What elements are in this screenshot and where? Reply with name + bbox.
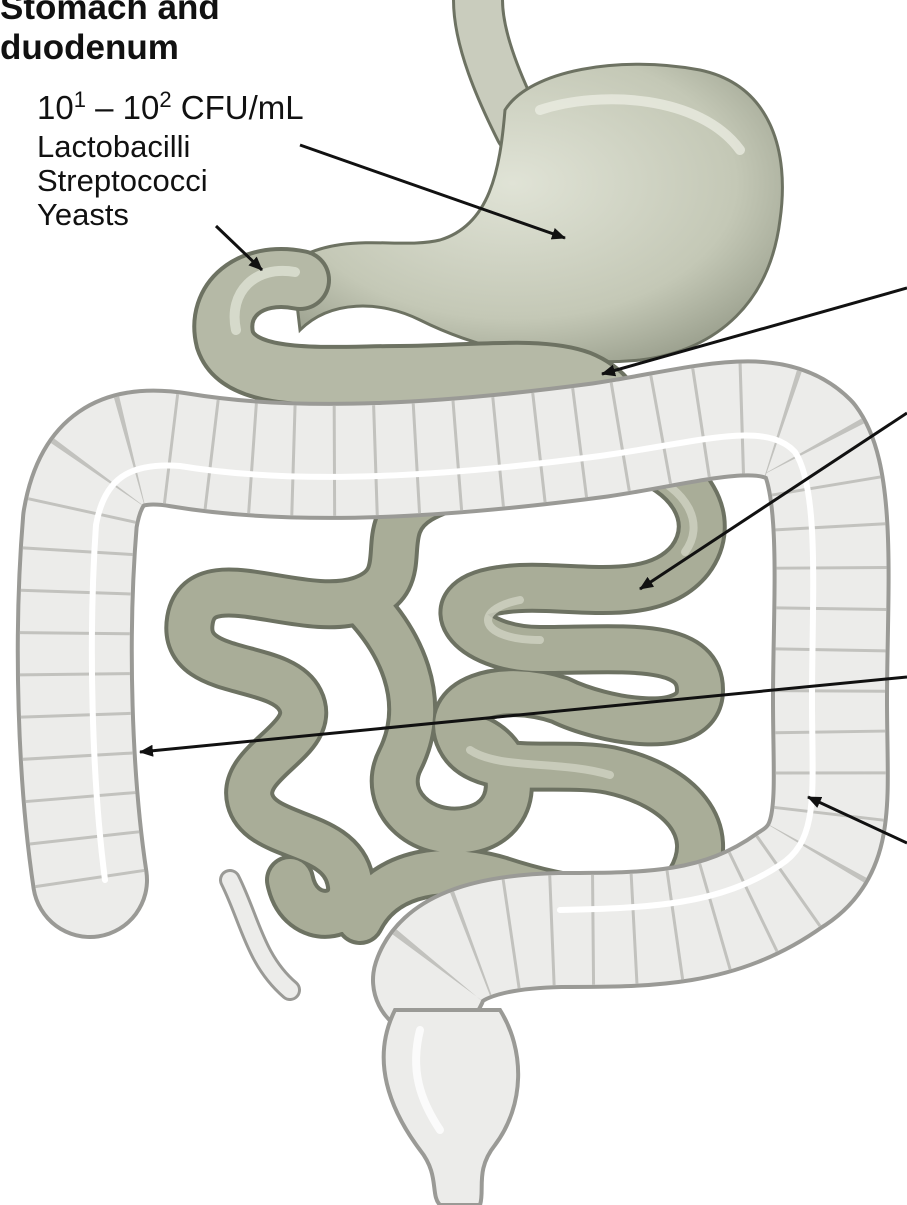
organism-item: Lactobacilli [37,130,208,164]
count-base-2: 10 [123,89,160,126]
count-exponent-2: 2 [159,87,171,112]
region-title: Stomach and duodenum [0,0,220,68]
organism-list: Lactobacilli Streptococci Yeasts [37,130,208,232]
region-title-line1: Stomach and [0,0,220,28]
organism-item: Yeasts [37,198,208,232]
organism-item: Streptococci [37,164,208,198]
stomach [292,64,782,362]
count-unit: CFU/mL [172,89,304,126]
count-separator: – [86,89,123,126]
bacterial-count: 101 – 102 CFU/mL [37,80,304,128]
count-exponent-1: 1 [74,87,86,112]
small-intestine [189,455,701,920]
rectum [384,1010,518,1205]
region-title-line2: duodenum [0,28,220,68]
count-base-1: 10 [37,89,74,126]
